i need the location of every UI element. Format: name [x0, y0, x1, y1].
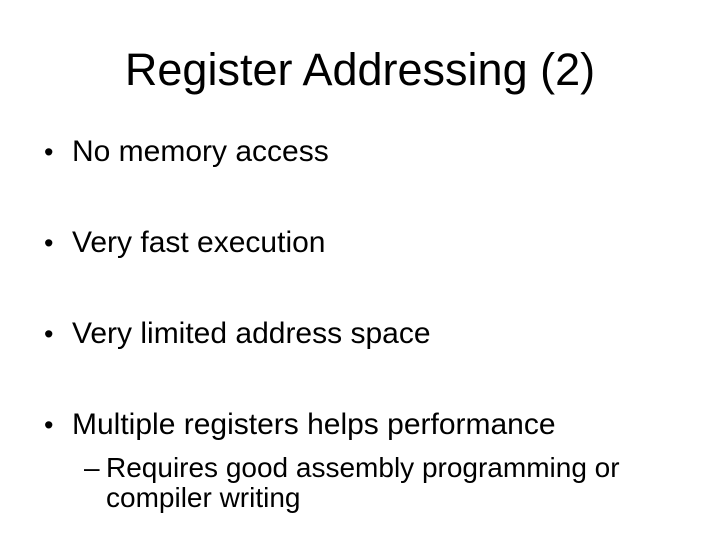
bullet-dot-icon: • [44, 410, 54, 440]
bullet-dot-icon: • [44, 319, 54, 349]
bullet-dot-icon: • [44, 137, 54, 167]
bullet-text: Very fast execution [72, 226, 326, 259]
bullet-text: No memory access [72, 135, 329, 168]
bullet-dot-icon: • [44, 228, 54, 258]
bullet-item: • Very fast execution [44, 226, 325, 260]
bullet-item: • Multiple registers helps performance [44, 408, 556, 442]
sub-bullet-item: – Requires good assembly programming or … [84, 453, 644, 513]
bullet-text: Very limited address space [72, 317, 431, 350]
slide-title: Register Addressing (2) [124, 44, 596, 95]
bullet-text: Multiple registers helps performance [72, 408, 556, 441]
dash-icon: – [84, 452, 100, 483]
bullet-item: • Very limited address space [44, 317, 431, 351]
sub-bullet-text: Requires good assembly programming or co… [106, 452, 620, 513]
bullet-item: • No memory access [44, 135, 329, 169]
